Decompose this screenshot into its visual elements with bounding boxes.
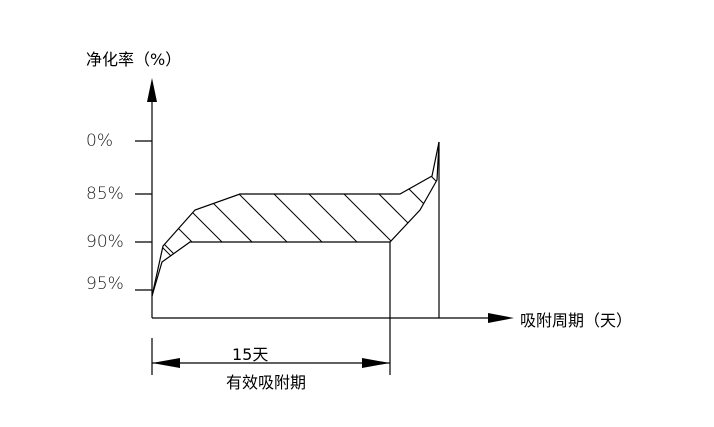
dimension-value: 15天	[232, 345, 269, 364]
hatch-fill	[152, 149, 439, 296]
y-tick-label-95: 95%	[86, 274, 124, 294]
y-axis-title: 净化率（%）	[86, 50, 182, 69]
y-tick-label-90: 90%	[86, 232, 124, 252]
y-tick-label-0: 0%	[86, 131, 113, 151]
dimension-arrow-left-icon	[152, 358, 180, 368]
upper-curve	[151, 141, 440, 297]
y-tick-label-85: 85%	[86, 184, 124, 204]
dimension-arrow-right-icon	[362, 358, 390, 368]
lower-curve	[151, 141, 440, 297]
dimension-caption: 有效吸附期	[226, 373, 307, 392]
x-axis-arrow-icon	[488, 313, 514, 323]
y-axis-arrow-icon	[147, 78, 157, 102]
x-axis-title: 吸附周期（天）	[520, 311, 633, 330]
